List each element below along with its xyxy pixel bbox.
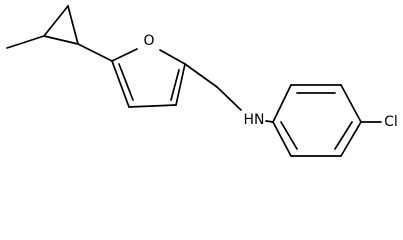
- bond-methyl-cyclopropyl: [6, 35, 45, 49]
- molecule-structure-diagram: O HN Cl: [6, 5, 398, 157]
- bond-benzene-inner-double-left: [280, 121, 298, 150]
- bond-cyclopropyl-top: [67, 5, 79, 45]
- bond-furan-ch2: [184, 63, 218, 88]
- bond-cyclopropyl-furan: [77, 43, 113, 62]
- oxygen-atom-label: O: [143, 33, 154, 49]
- bond-benzene-6-1: [272, 121, 292, 157]
- bond-benzene-3-4: [340, 84, 362, 123]
- bond-furan-c5-o: [111, 48, 138, 62]
- bond-benzene-inner-double-right: [334, 121, 353, 150]
- bond-furan-inner-double-c4-c5: [118, 63, 134, 101]
- bond-furan-c2-c3: [175, 63, 186, 106]
- bond-furan-o-c2: [159, 49, 186, 65]
- bond-benzene-4-5: [340, 121, 362, 157]
- bond-furan-c3-c4: [128, 104, 177, 108]
- bond-ch2-n: [216, 86, 242, 111]
- chemical-structure-svg: O HN Cl: [6, 5, 398, 157]
- bond-furan-c4-c5: [111, 60, 130, 108]
- bond-benzene-1-2: [272, 84, 292, 123]
- amine-atom-label: HN: [244, 112, 265, 128]
- bond-cyclopropyl-left: [43, 5, 69, 37]
- bond-n-benzene: [265, 120, 274, 123]
- chlorine-atom-label: Cl: [384, 114, 398, 130]
- bond-furan-inner-double-c2-c3: [170, 69, 180, 101]
- bond-cyclopropyl-bottom: [43, 35, 79, 45]
